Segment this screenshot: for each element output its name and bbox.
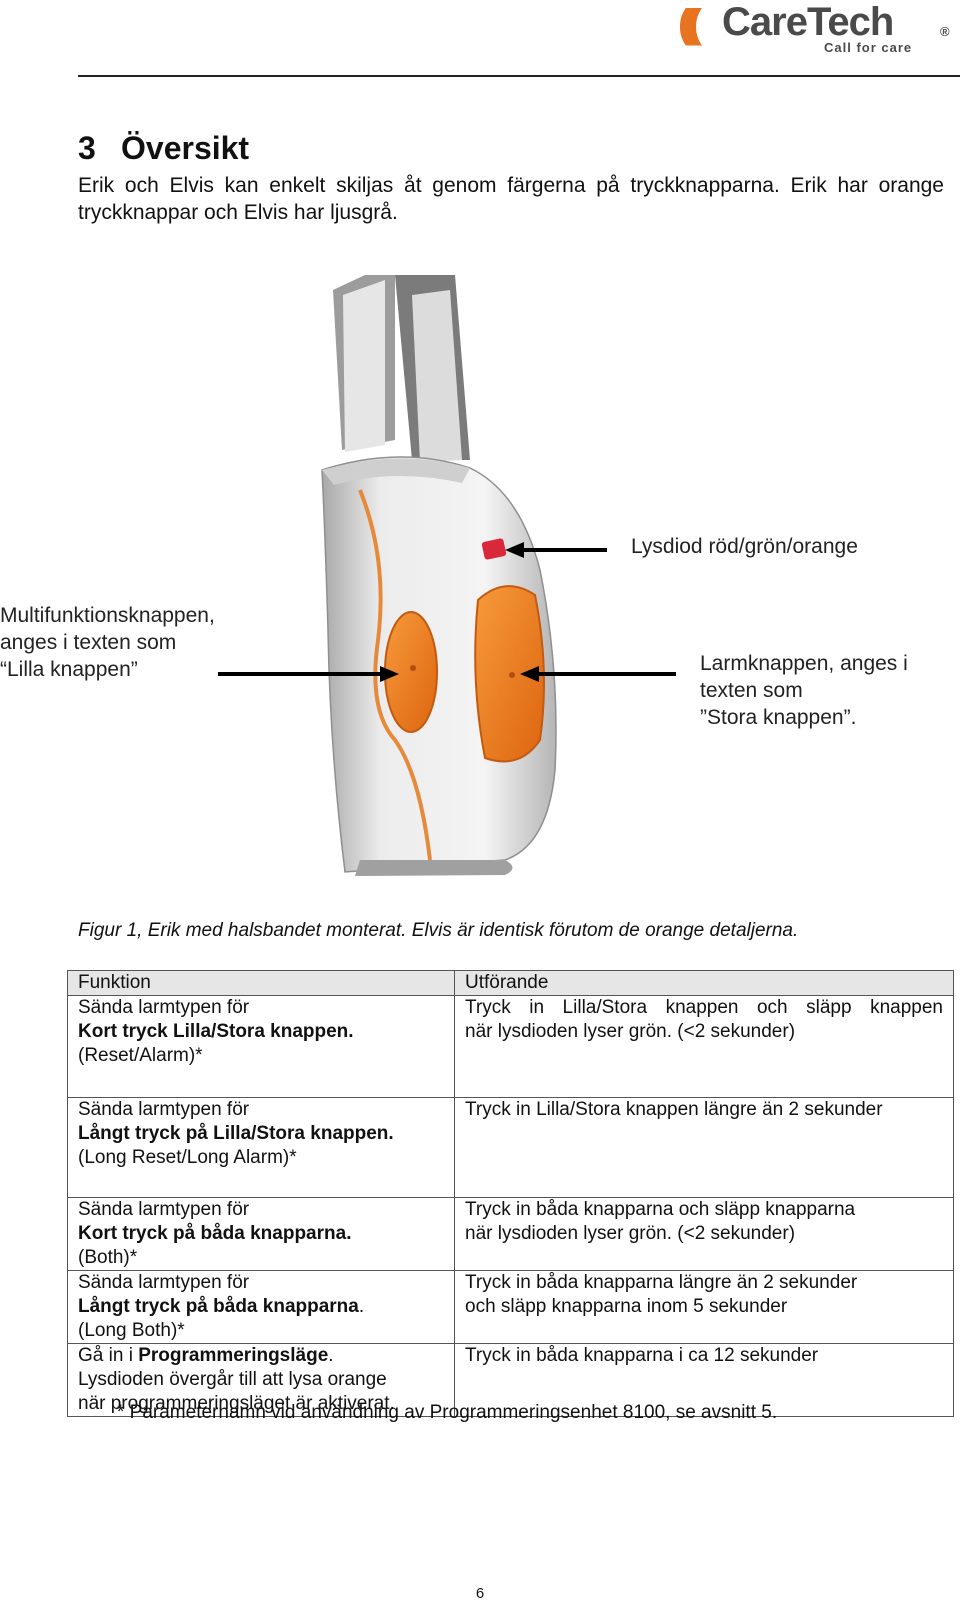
cell-suffix: . xyxy=(328,1345,334,1366)
cell-line: Sända larmtypen för xyxy=(78,1272,250,1293)
footnote: * Parameternamn vid användning av Progra… xyxy=(117,1402,778,1423)
arrow-alarm xyxy=(520,666,676,682)
label-multi-line: “Lilla knappen” xyxy=(0,658,138,681)
header-rule xyxy=(78,75,960,77)
cell-line: Sända larmtypen för xyxy=(78,1099,250,1120)
neckband-clip xyxy=(333,275,470,462)
section-title: 3 Översikt xyxy=(78,130,249,167)
figure-caption: Figur 1, Erik med halsbandet monterat. E… xyxy=(78,920,799,941)
led-indicator xyxy=(481,538,507,560)
utforande-cell: Tryck in båda knapparna i ca 12 sekunder xyxy=(454,1343,954,1417)
cell-line: när programmeringsläget är aktiverat. xyxy=(78,1393,395,1414)
label-multi-line: anges i texten som xyxy=(0,631,177,654)
utforande-cell: Tryck in båda knapparna längre än 2 seku… xyxy=(454,1270,954,1344)
table-row: Sända larmtypen för Kort tryck på båda k… xyxy=(67,1197,954,1271)
arrow-multi xyxy=(218,666,399,682)
cell-line: Tryck in Lilla/Stora knappen längre än 2… xyxy=(465,1099,883,1120)
table-row: Sända larmtypen för Långt tryck på Lilla… xyxy=(67,1097,954,1198)
cell-bold: Kort tryck Lilla/Stora knappen. xyxy=(78,1021,354,1042)
table-header-funktion: Funktion xyxy=(67,970,455,996)
table-row: Sända larmtypen för Kort tryck Lilla/Sto… xyxy=(67,995,954,1098)
function-table: Funktion Utförande Sända larmtypen för K… xyxy=(67,970,954,1417)
funktion-cell: Gå in i Programmeringsläge. Lysdioden öv… xyxy=(67,1343,455,1417)
cell-line: Sända larmtypen för xyxy=(78,1199,250,1220)
logo-registered-mark: ® xyxy=(940,24,950,39)
utforande-cell: Tryck in Lilla/Stora knappen längre än 2… xyxy=(454,1097,954,1198)
cell-line: (Reset/Alarm)* xyxy=(78,1045,203,1066)
cell-suffix: . xyxy=(358,1296,365,1317)
logo-chevrons-icon: ((( xyxy=(678,2,702,46)
table-row: Sända larmtypen för Långt tryck på båda … xyxy=(67,1270,954,1344)
table-row: Gå in i Programmeringsläge. Lysdioden öv… xyxy=(67,1343,954,1417)
funktion-cell: Sända larmtypen för Kort tryck på båda k… xyxy=(67,1197,455,1271)
page-number: 6 xyxy=(475,1585,485,1602)
intro-paragraph: Erik och Elvis kan enkelt skiljas åt gen… xyxy=(78,174,944,224)
logo-tagline: Call for care xyxy=(824,40,913,55)
cell-line: Tryck in båda knapparna längre än 2 seku… xyxy=(465,1272,858,1293)
cell-line: Tryck in båda knapparna och släpp knappa… xyxy=(465,1199,856,1220)
section-title-text: Översikt xyxy=(121,130,250,166)
label-multi-line: Multifunktionsknappen, xyxy=(0,604,215,627)
utforande-cell: Tryck in båda knapparna och släpp knappa… xyxy=(454,1197,954,1271)
cell-line: och släpp knapparna inom 5 sekunder xyxy=(465,1296,788,1317)
table-header-row: Funktion Utförande xyxy=(67,970,954,996)
cell-line: (Long Reset/Long Alarm)* xyxy=(78,1147,297,1168)
table-header-utforande: Utförande xyxy=(454,970,954,996)
funktion-cell: Sända larmtypen för Långt tryck på Lilla… xyxy=(67,1097,455,1198)
cell-line: när lysdioden lyser grön. (<2 sekunder) xyxy=(465,1021,796,1042)
cell-bold: Kort tryck på båda knapparna. xyxy=(78,1223,352,1244)
cell-bold: Långt tryck på båda knapparna xyxy=(78,1296,359,1317)
cell-bold: Långt tryck på Lilla/Stora knappen. xyxy=(78,1123,394,1144)
label-multifunction-button: Multifunktionsknappen, anges i texten so… xyxy=(0,602,215,683)
funktion-cell: Sända larmtypen för Kort tryck Lilla/Sto… xyxy=(67,995,455,1098)
cell-line: Tryck in båda knapparna i ca 12 sekunder xyxy=(465,1345,819,1366)
cell-line: när lysdioden lyser grön. (<2 sekunder) xyxy=(465,1223,796,1244)
caretech-logo: ((( CareTech ® Call for care xyxy=(678,0,958,58)
device-body xyxy=(321,456,557,876)
label-alarm-line: ”Stora knappen”. xyxy=(700,706,857,729)
label-alarm-line: texten som xyxy=(700,679,803,702)
cell-line: Tryck in Lilla/Stora knappen och släpp k… xyxy=(465,997,943,1018)
logo-brand: CareTech xyxy=(722,0,894,44)
cell-line: Lysdioden övergår till att lysa orange xyxy=(78,1369,387,1390)
label-led: Lysdiod röd/grön/orange xyxy=(631,535,858,558)
cell-line: (Long Both)* xyxy=(78,1320,185,1341)
cell-line: (Both)* xyxy=(78,1247,138,1268)
section-number: 3 xyxy=(78,130,96,166)
label-alarm-button: Larmknappen, anges i texten som ”Stora k… xyxy=(700,650,908,731)
arrow-led xyxy=(505,542,607,558)
utforande-cell: Tryck in Lilla/Stora knappen och släpp k… xyxy=(454,995,954,1098)
cell-bold: Programmeringsläge xyxy=(138,1345,329,1366)
cell-prefix: Gå in i xyxy=(78,1345,139,1366)
cell-line: Sända larmtypen för xyxy=(78,997,250,1018)
label-alarm-line: Larmknappen, anges i xyxy=(700,652,908,675)
funktion-cell: Sända larmtypen för Långt tryck på båda … xyxy=(67,1270,455,1344)
device-illustration xyxy=(218,275,676,876)
